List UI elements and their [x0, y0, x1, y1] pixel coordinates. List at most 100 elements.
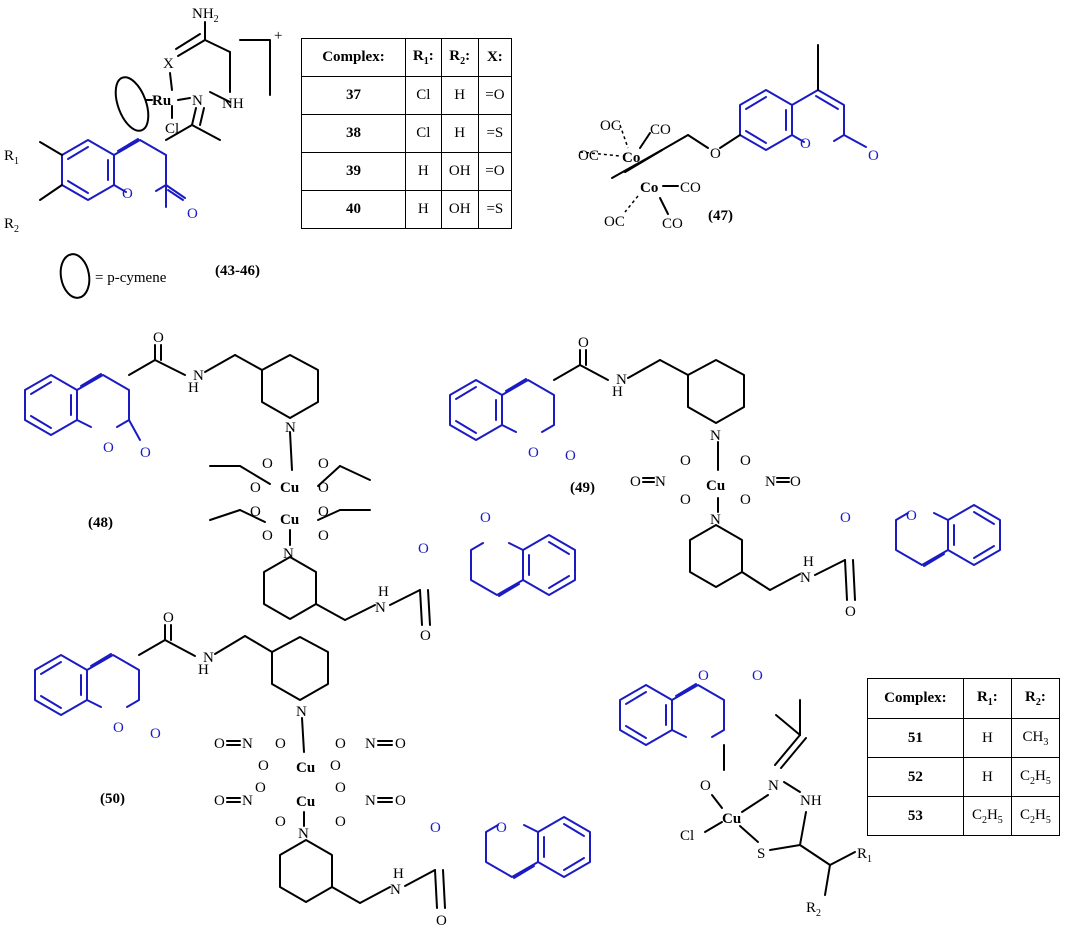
metal-co-1: Co [622, 150, 640, 166]
svg-text:O: O [150, 726, 161, 742]
svg-text:O: O [262, 528, 273, 544]
svg-text:O: O [698, 668, 709, 684]
svg-text:N: N [296, 704, 307, 720]
svg-text:O: O [262, 456, 273, 472]
svg-text:O: O [318, 528, 329, 544]
structure-47: O O O Co Co OC CO OC CO OC CO (47) [578, 44, 879, 232]
table-cell: CH3 [1010, 718, 1061, 758]
table-cell: =S [477, 114, 513, 153]
svg-text:N: N [390, 882, 401, 898]
svg-text:O: O [395, 736, 406, 752]
ligand-oc: OC [600, 118, 621, 134]
metal-ru: Ru [152, 93, 171, 109]
table-cell: 52 [867, 757, 964, 797]
atom-o-ether: O [710, 146, 721, 162]
table-cell: OH [440, 152, 479, 191]
atom-r2: R2 [806, 900, 821, 919]
structure-49: O O O H N N Cu O O O O N N O O N H N [449, 335, 1001, 620]
svg-text:O: O [752, 668, 763, 684]
table-cell: H [440, 76, 479, 115]
table-header: Complex: [301, 38, 406, 77]
table-cell: 53 [867, 796, 964, 836]
table-header: R1: [404, 38, 442, 77]
structure-label-47: (47) [708, 208, 733, 224]
svg-text:O: O [318, 504, 329, 520]
svg-text:O: O [680, 453, 691, 469]
metal-cu: Cu [296, 794, 315, 810]
p-cymene-legend-text: = p-cymene [95, 270, 167, 286]
svg-text:H: H [803, 554, 814, 570]
svg-text:N: N [298, 826, 309, 842]
atom-r1: R1 [857, 846, 872, 865]
metal-co-2: Co [640, 180, 658, 196]
table-cell: =S [477, 190, 513, 229]
ligand-oc: OC [578, 148, 599, 164]
table-cell: H [440, 114, 479, 153]
svg-text:N: N [710, 512, 721, 528]
table-cell: 37 [301, 76, 406, 115]
svg-text:H: H [612, 384, 623, 400]
atom-x: X [163, 56, 174, 72]
svg-text:O: O [480, 510, 491, 526]
table-header: X: [477, 38, 513, 77]
table-header: R2: [440, 38, 479, 77]
charge: + [274, 28, 282, 44]
svg-text:H: H [188, 380, 199, 396]
svg-text:H: H [378, 584, 389, 600]
atom-nh: NH [222, 96, 244, 112]
metal-cu: Cu [706, 478, 725, 494]
atom-r1: R1 [4, 148, 19, 167]
svg-text:O: O [578, 335, 589, 351]
svg-text:N: N [365, 793, 376, 809]
svg-text:O: O [740, 453, 751, 469]
svg-text:N: N [242, 736, 253, 752]
svg-text:O: O [153, 330, 164, 346]
table-cell: Cl [404, 114, 442, 153]
svg-text:O: O [113, 720, 124, 736]
svg-text:O: O [420, 628, 431, 644]
table-cell: =O [477, 76, 513, 115]
svg-text:O: O [255, 780, 266, 796]
svg-text:O: O [335, 780, 346, 796]
structure-50: O O O H N N Cu Cu O N O O O O N O O N O … [34, 610, 591, 929]
table-cell: C2H5 [1010, 796, 1061, 836]
svg-text:S: S [757, 846, 765, 862]
svg-text:N: N [765, 474, 776, 490]
svg-text:N: N [193, 368, 204, 384]
svg-text:N: N [242, 793, 253, 809]
table-cell: C2H5 [1010, 757, 1061, 797]
svg-text:O: O [528, 445, 539, 461]
table-cell: OH [440, 190, 479, 229]
svg-text:O: O [680, 492, 691, 508]
metal-cu: Cu [296, 760, 315, 776]
atom-o: O [868, 148, 879, 164]
table-cell: 40 [301, 190, 406, 229]
atom-nh2: NH2 [192, 6, 219, 25]
table-cell: H [404, 190, 442, 229]
svg-text:O: O [318, 456, 329, 472]
table-cell: C2H5 [962, 796, 1012, 836]
svg-text:O: O [163, 610, 174, 626]
atom-n: N [192, 93, 203, 109]
ligand-oc: OC [604, 214, 625, 230]
ligand-co: CO [662, 216, 683, 232]
svg-text:N: N [375, 600, 386, 616]
metal-cu: Cu [280, 512, 299, 528]
svg-text:O: O [395, 793, 406, 809]
svg-text:O: O [430, 820, 441, 836]
atom-o: O [187, 206, 198, 222]
svg-text:NH: NH [800, 793, 822, 809]
svg-text:O: O [318, 480, 329, 496]
svg-text:N: N [616, 372, 627, 388]
structure-label-43-46: (43-46) [215, 263, 260, 279]
metal-cu: Cu [280, 480, 299, 496]
svg-text:O: O [258, 758, 269, 774]
table-cell: H [962, 718, 1012, 758]
svg-text:N: N [283, 546, 294, 562]
table-header: R1: [962, 678, 1012, 719]
svg-text:O: O [330, 758, 341, 774]
